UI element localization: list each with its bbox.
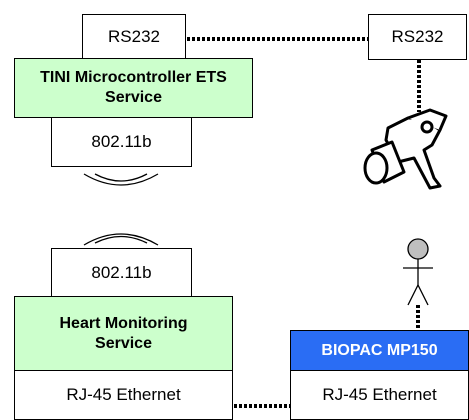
remote-rs232-box: RS232 xyxy=(368,14,467,60)
wireless-signal-top-icon xyxy=(83,173,159,186)
bottom-ethernet-box: RJ-45 Ethernet xyxy=(14,370,233,420)
tini-service-box: TINI Microcontroller ETS Service xyxy=(14,58,253,118)
biopac-ethernet-box: RJ-45 Ethernet xyxy=(290,370,469,420)
heart-monitoring-service-box: Heart Monitoring Service xyxy=(14,296,233,371)
top-rs232-box: RS232 xyxy=(82,14,186,59)
person-icon xyxy=(403,238,433,306)
wireless-signal-bottom-icon xyxy=(83,233,159,246)
handheld-sensor-icon xyxy=(363,108,448,190)
top-wireless-box: 802.11b xyxy=(51,117,192,167)
biopac-title-box: BIOPAC MP150 xyxy=(290,330,469,371)
bottom-wireless-box: 802.11b xyxy=(51,248,192,297)
